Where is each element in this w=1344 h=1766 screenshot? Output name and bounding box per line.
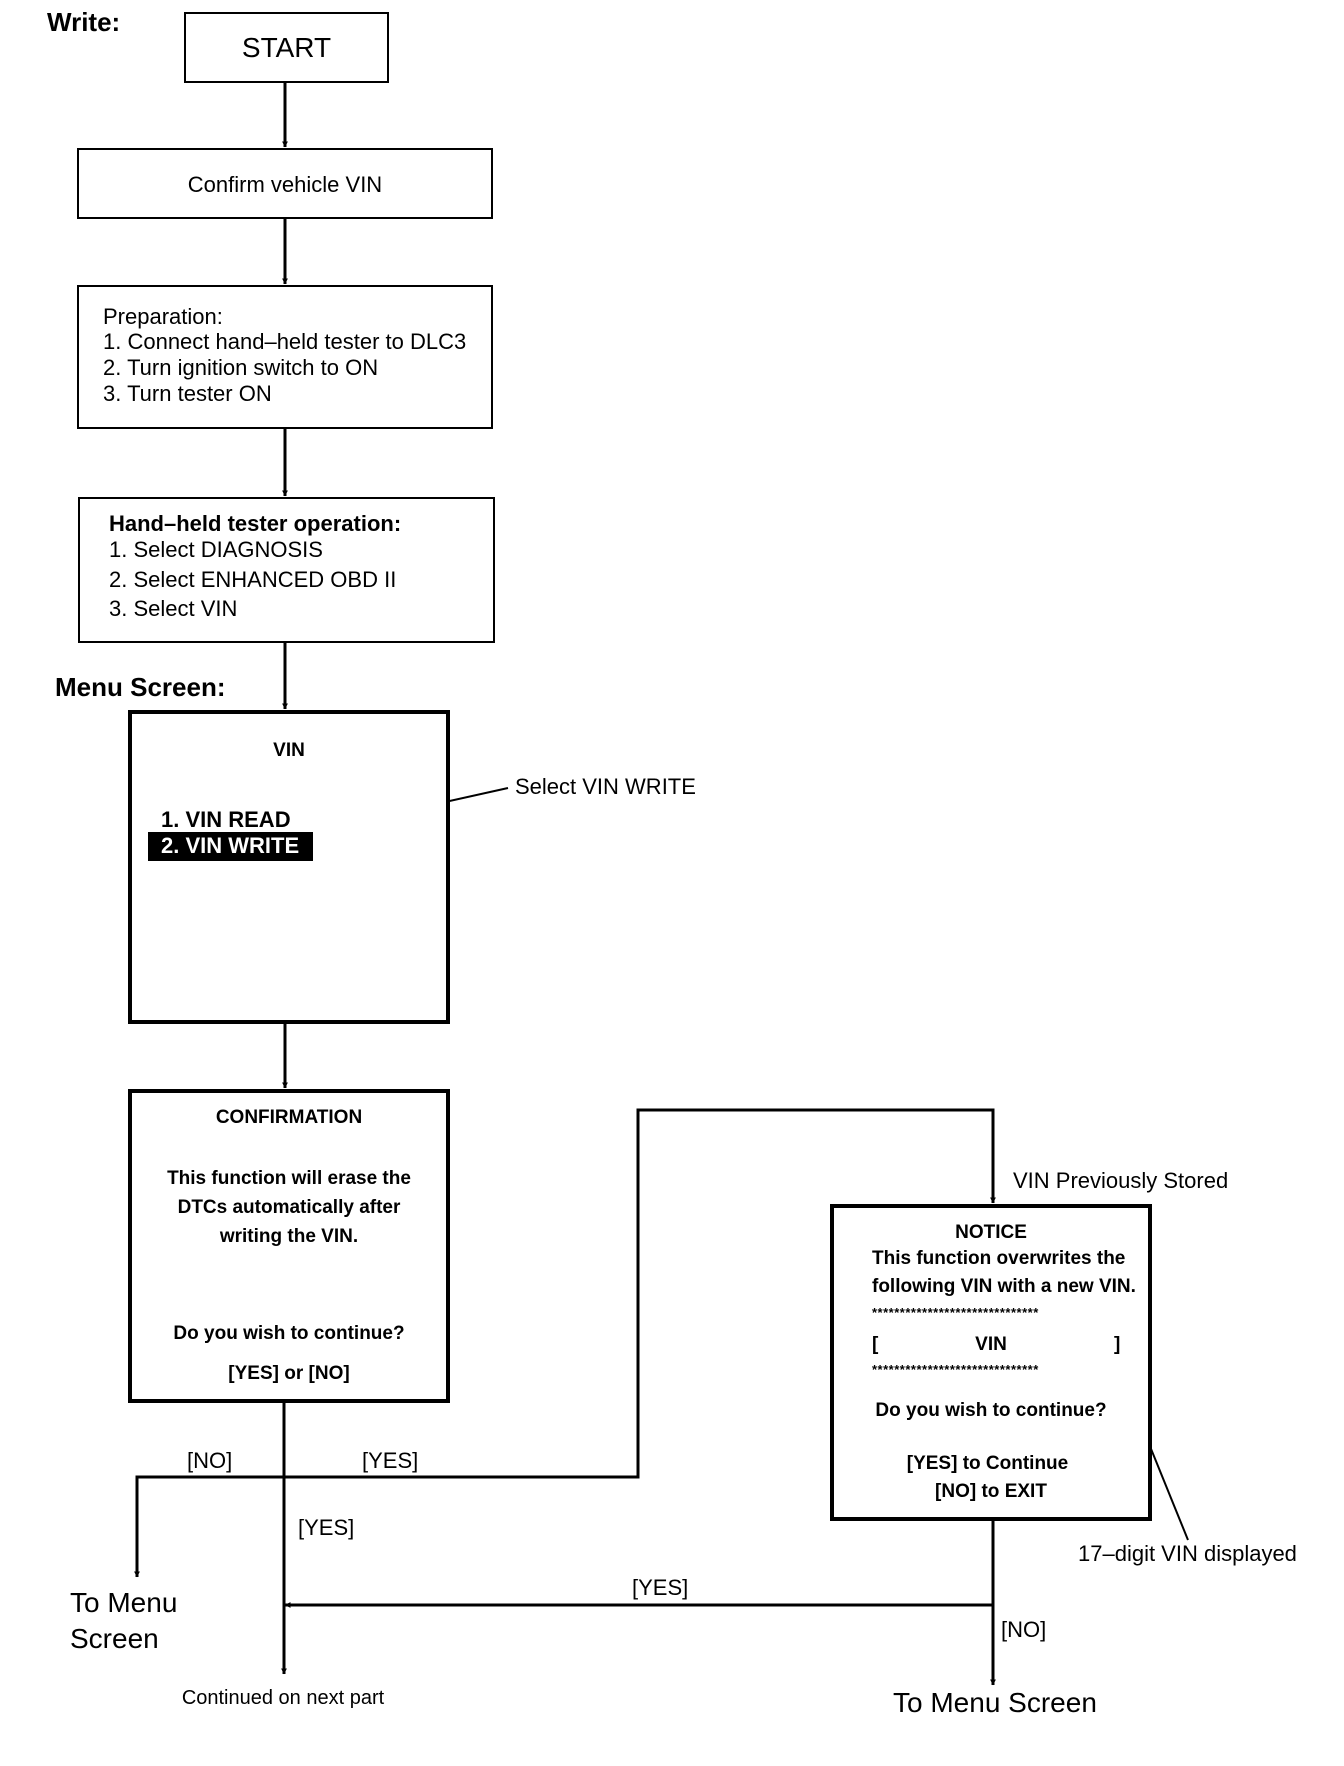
menu-screen: VIN 1. VIN READ 2. VIN WRITE [128,710,450,1024]
tester-operation-title: Hand–held tester operation: [109,511,402,536]
tester-operation-box: Hand–held tester operation: 1. Select DI… [78,497,495,643]
preparation-step: 3. Turn tester ON [103,381,272,406]
notice-stars-bottom: ****************************** [872,1362,1039,1377]
preparation-step: 2. Turn ignition switch to ON [103,355,379,380]
notice-yes-option: [YES] to Continue [906,1453,1069,1474]
menu-item-vin-write[interactable]: 2. VIN WRITE [148,832,314,861]
to-menu-screen-left-line2: Screen [70,1623,159,1654]
vin-digits-callout: 17–digit VIN displayed [1078,1541,1297,1566]
select-vin-write-callout: Select VIN WRITE [515,774,696,799]
vin-previously-stored-label: VIN Previously Stored [1013,1168,1229,1193]
preparation-box: Preparation: 1. Connect hand–held tester… [77,285,493,429]
yes-branch-label: [YES] [362,1448,419,1473]
confirmation-question: Do you wish to continue? [173,1323,405,1344]
confirmation-screen: CONFIRMATION This function will erase th… [128,1089,450,1403]
notice-screen: NOTICE This function overwrites the foll… [830,1204,1152,1521]
confirm-vin-label: Confirm vehicle VIN [187,172,383,197]
menu-screen-label: Menu Screen: [55,672,226,702]
to-menu-screen-right: To Menu Screen [893,1687,1097,1718]
notice-stars-top: ****************************** [872,1305,1039,1320]
notice-question: Do you wish to continue? [875,1400,1107,1421]
no-branch-label: [NO] [187,1448,233,1473]
notice-no-label: [NO] [1001,1617,1047,1642]
confirmation-options: [YES] or [NO] [228,1363,350,1384]
continued-on-next-part: Continued on next part [181,1687,385,1709]
vin-placeholder: VIN [975,1334,1007,1355]
arrow-no-to-menu [134,1475,284,1578]
confirm-vin-box: Confirm vehicle VIN [77,148,493,219]
start-label: START [241,32,332,63]
to-menu-screen-left-line1: To Menu [70,1587,178,1618]
vin-open-bracket: [ [872,1334,879,1355]
vin-close-bracket: ] [1114,1334,1121,1355]
menu-item-vin-read[interactable]: 1. VIN READ [161,807,291,832]
menu-title: VIN [273,740,305,761]
notice-message-line: This function overwrites the [872,1248,1126,1269]
arrow-yes-to-notice [284,1108,996,1479]
notice-message-line: following VIN with a new VIN. [872,1276,1136,1297]
confirmation-message-line: This function will erase the [167,1168,411,1189]
tester-operation-step: 3. Select VIN [109,596,238,621]
confirmation-message-line: DTCs automatically after [177,1197,401,1218]
write-section-label: Write: [47,7,121,37]
notice-yes-label: [YES] [632,1575,689,1600]
start-box: START [184,12,389,83]
notice-no-option: [NO] to EXIT [935,1481,1047,1502]
tester-operation-step: 1. Select DIAGNOSIS [109,537,323,562]
confirmation-title: CONFIRMATION [215,1107,363,1128]
preparation-step: 1. Connect hand–held tester to DLC3 [103,329,467,354]
notice-title: NOTICE [955,1222,1027,1243]
preparation-title: Preparation: [103,304,223,329]
yes-down-label: [YES] [298,1515,355,1540]
tester-operation-step: 2. Select ENHANCED OBD II [109,567,397,592]
confirmation-message-line: writing the VIN. [219,1226,359,1247]
